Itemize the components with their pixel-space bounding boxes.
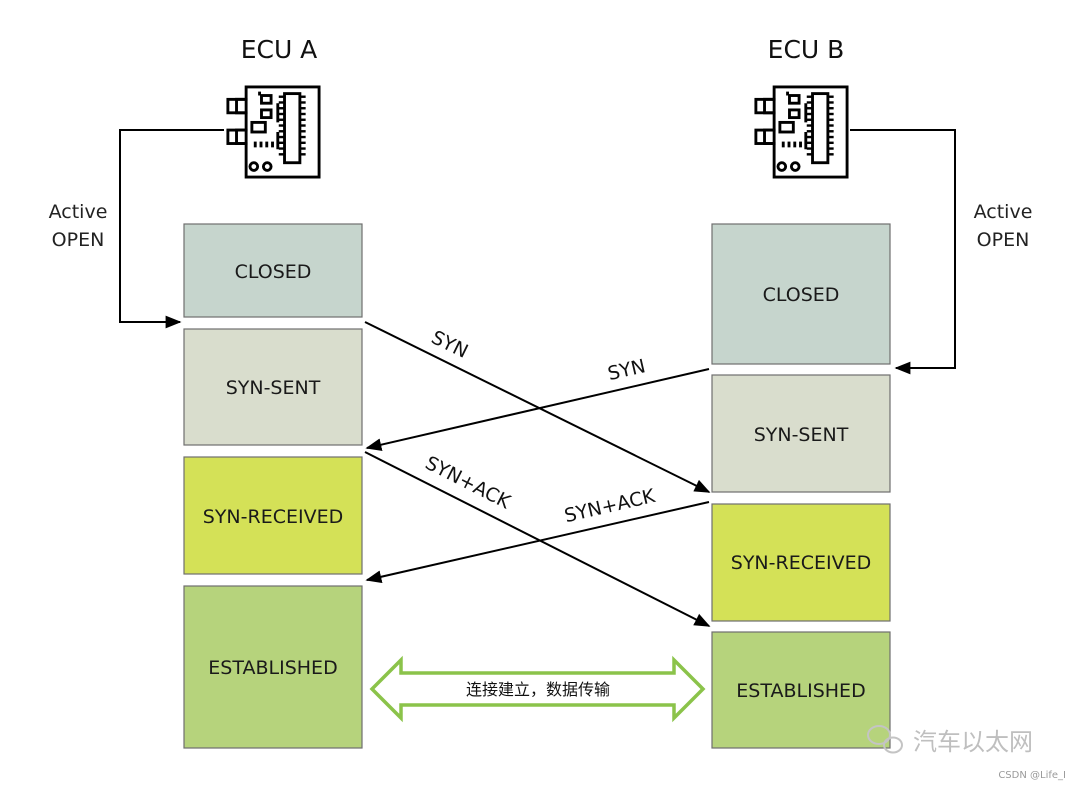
ecu-a-state-syn-sent [183, 328, 363, 446]
ecu-b-state-closed-label: CLOSED [763, 284, 840, 306]
syn-ack-label-b-to-a: SYN+ACK [562, 485, 657, 527]
data-transfer-double-arrow [369, 655, 706, 723]
ecu-b-state-established-label: ESTABLISHED [736, 680, 865, 702]
ecu-a-state-established-label: ESTABLISHED [208, 657, 337, 679]
ecu-b-state-syn-received [711, 503, 891, 622]
ecu-b-state-closed [711, 223, 891, 365]
ecu-b-circuit-board-icon [754, 85, 849, 179]
syn-ack-arrow-a-to-b [364, 451, 711, 627]
ecu-a-open-label: OPEN [52, 229, 105, 251]
ecu-b-state-established [711, 631, 891, 749]
syn-arrow-a-to-b [364, 321, 711, 493]
ecu-b-title: ECU B [768, 35, 845, 64]
ecu-b-active-open-arrow [850, 129, 956, 375]
csdn-credit: CSDN @Life_I [998, 770, 1066, 781]
data-transfer-label: 连接建立，数据传输 [466, 680, 610, 699]
ecu-a-state-closed-label: CLOSED [235, 261, 312, 283]
syn-arrow-b-to-a [365, 368, 710, 451]
ecu-a-title: ECU A [241, 35, 318, 64]
ecu-a-state-syn-received-label: SYN-RECEIVED [203, 506, 343, 528]
syn-ack-arrow-b-to-a [365, 501, 710, 584]
ecu-a-state-established [183, 585, 363, 749]
syn-label-b-to-a: SYN [606, 355, 648, 385]
ecu-b-open-label: OPEN [977, 229, 1030, 251]
ecu-a-state-column: CLOSED SYN-SENT SYN-RECEIVED ESTABLISHED [183, 223, 363, 749]
ecu-a-state-closed [183, 223, 363, 318]
ecu-a-active-open-arrow [119, 129, 224, 329]
ecu-b-state-column: CLOSED SYN-SENT SYN-RECEIVED ESTABLISHED [711, 223, 891, 749]
watermark-label: 汽车以太网 [913, 728, 1033, 756]
ecu-a-active-label: Active [49, 201, 108, 223]
ecu-a-state-syn-received [183, 456, 363, 575]
ecu-b-state-syn-received-label: SYN-RECEIVED [731, 552, 871, 574]
ecu-b-state-syn-sent-label: SYN-SENT [754, 424, 849, 446]
ecu-b-state-syn-sent [711, 374, 891, 493]
ecu-a-circuit-board-icon [226, 85, 321, 179]
wechat-icon [867, 725, 903, 754]
ecu-a-state-syn-sent-label: SYN-SENT [226, 377, 321, 399]
ecu-b-active-label: Active [974, 201, 1033, 223]
